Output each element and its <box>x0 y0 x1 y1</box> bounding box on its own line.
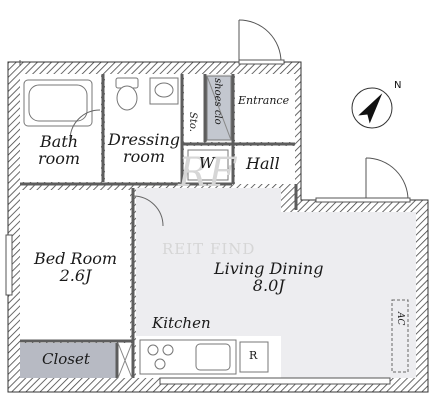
entrance-label: Entrance <box>238 94 290 107</box>
hall-floor <box>235 146 295 184</box>
kitchen-counter <box>139 339 237 375</box>
interior-walls <box>20 74 298 378</box>
closet-shelf <box>117 342 133 379</box>
dressing-room-line2: room <box>122 146 166 166</box>
bathtub <box>23 79 93 127</box>
bedroom-door <box>132 195 164 227</box>
hall-label: Hall <box>246 154 280 173</box>
entrance-door <box>238 19 285 65</box>
bedroom-floor <box>20 190 130 340</box>
dressing-door <box>69 109 101 141</box>
aircon-label: AC <box>395 312 405 326</box>
shoes-closet-label: shoes clo <box>212 78 223 125</box>
closet-label: Closet <box>42 350 90 368</box>
storage-floor <box>184 74 204 142</box>
dressing-room-line1: Dressing <box>108 130 181 149</box>
compass-icon <box>351 87 393 129</box>
wm-label: W <box>199 154 215 172</box>
storage-label: Sto. <box>187 112 198 132</box>
living-floor-right <box>281 212 416 378</box>
living-dining-label: Living Dining 8.0J <box>214 259 324 295</box>
watermark-logo: RF <box>178 150 236 196</box>
windows <box>5 60 391 385</box>
toilet <box>115 77 139 111</box>
living-dining-line1: Living Dining <box>214 259 324 278</box>
compass-north-label: N <box>394 80 402 91</box>
bedroom-label: Bed Room 2.6J <box>34 249 118 285</box>
fridge-label: R <box>249 349 258 362</box>
living-dining-line2: 8.0J <box>252 275 285 295</box>
air-conditioner <box>391 299 409 373</box>
bath-room-line2: room <box>38 148 81 168</box>
entrance-floor <box>235 74 295 142</box>
bedroom-line1: Bed Room <box>34 249 118 268</box>
watermark-text: REIT FIND <box>162 240 256 258</box>
bedroom-line2: 2.6J <box>59 265 92 285</box>
closet-floor <box>20 343 116 378</box>
dressing-room-label: Dressing room <box>108 130 181 166</box>
kitchen-label: Kitchen <box>152 314 211 332</box>
washbasin <box>149 77 179 105</box>
washing-machine-space <box>187 149 229 181</box>
fridge-space <box>239 341 269 373</box>
bath-room-label: Bath room <box>38 132 81 168</box>
balcony-door <box>315 157 411 203</box>
shoe-shelf <box>206 75 232 141</box>
bath-room-line1: Bath <box>40 132 79 151</box>
